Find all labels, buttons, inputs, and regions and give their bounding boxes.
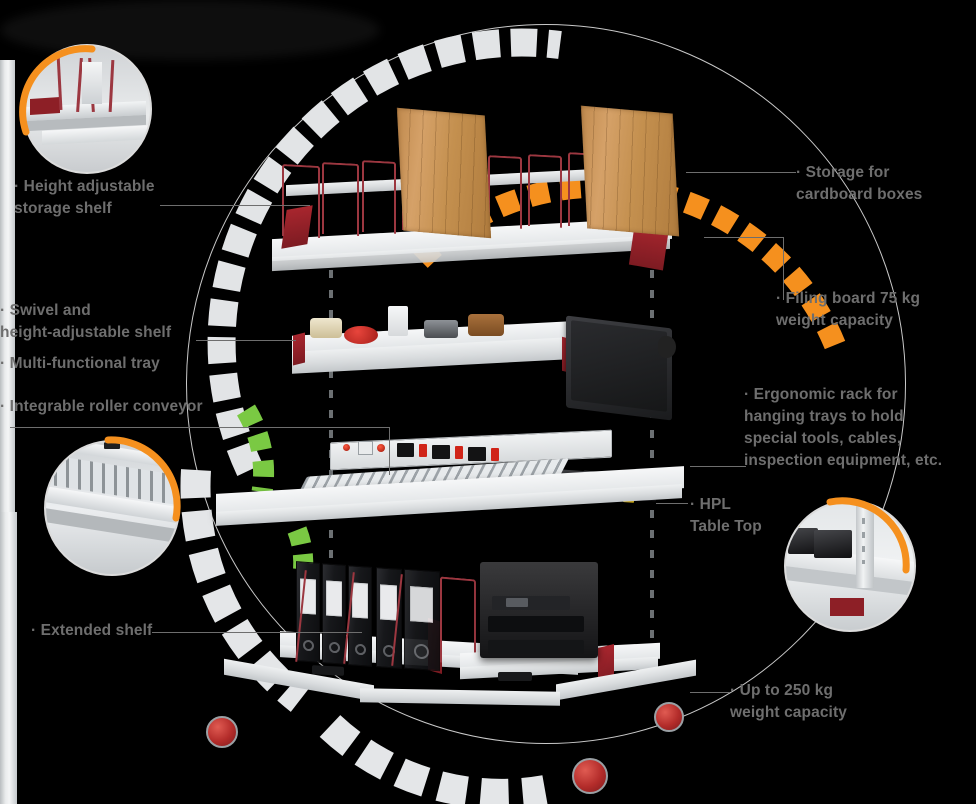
binder-label — [380, 584, 398, 621]
detail-bubble-hanging-trays[interactable] — [784, 500, 916, 632]
power-socket — [397, 443, 414, 457]
caster-wheel — [654, 702, 684, 732]
monitor — [566, 315, 672, 421]
socket-switch — [455, 446, 463, 459]
monitor-screen — [571, 320, 667, 412]
printer-display — [506, 598, 528, 607]
wire-divider — [362, 160, 396, 234]
leader-line-filing-board — [704, 237, 784, 238]
callout-filing-board-weight-capacity: · Filing board 75 kg weight capacity — [776, 290, 921, 329]
leader-line-roller-conveyor-drop — [389, 427, 390, 475]
leader-line-weight-capacity — [690, 692, 730, 693]
upright-right-rear — [0, 512, 17, 804]
callout-swivel-height-adjustable-shelf: · Swivel and height-adjustable shelf — [0, 302, 172, 341]
leader-line-filing-board-drop — [783, 237, 784, 300]
leader-line-storage-shelf — [160, 205, 310, 206]
leader-line-cardboard-boxes — [686, 172, 796, 173]
detail-bubble-image — [786, 502, 914, 630]
binder-ring-hole — [302, 639, 315, 652]
binder-ring-hole — [413, 643, 430, 660]
tape-dispenser — [424, 320, 458, 338]
printer-output-tray — [488, 616, 584, 632]
leader-line-hpl-table-top — [656, 503, 688, 504]
binder-label — [352, 582, 368, 619]
detail-bubble-roller-conveyor[interactable] — [44, 440, 180, 576]
monitor-arm-mount — [658, 336, 676, 358]
lever-arch-binder — [404, 568, 440, 672]
tape-roll-brown — [468, 314, 504, 336]
power-indicator-lamp — [343, 444, 350, 451]
socket-switch — [419, 444, 427, 457]
leader-line-ergonomic-rack — [690, 466, 746, 467]
caster-wheel — [572, 758, 608, 794]
callout-hpl-table-top: · HPL Table Top — [690, 496, 762, 535]
binder-ring-hole — [354, 643, 367, 656]
callout-storage-for-cardboard-boxes: · Storage for cardboard boxes — [796, 164, 923, 203]
power-indicator-lamp — [377, 444, 385, 452]
shelf-pull-handle — [498, 672, 532, 681]
callout-up-to-250-kg-weight-capacity: · Up to 250 kg weight capacity — [730, 682, 847, 721]
detail-bubble-image — [24, 46, 150, 172]
leader-line-swivel-shelf — [196, 340, 296, 341]
cardboard-fold-lines — [580, 105, 680, 237]
leader-line-extended-shelf — [152, 632, 362, 633]
callout-multi-functional-tray: · Multi-functional tray — [0, 355, 160, 372]
detail-bubble-image — [46, 442, 178, 574]
power-switch-rocker — [358, 441, 373, 455]
tape-roll-cream — [310, 318, 342, 338]
tray-end-cap-left — [293, 332, 305, 366]
lever-arch-binder — [322, 563, 346, 665]
detail-bubble-storage-shelf[interactable] — [22, 44, 152, 174]
cardboard-fold-lines — [396, 107, 492, 239]
callout-ergonomic-rack-hanging-trays: · Ergonomic rack for hanging trays to ho… — [744, 386, 943, 469]
wire-divider — [322, 162, 359, 236]
upright-left-rear — [0, 60, 15, 512]
printer-control-panel — [492, 596, 570, 610]
wire-divider — [488, 155, 522, 229]
power-socket — [468, 447, 486, 461]
leader-line-roller-conveyor — [10, 427, 390, 428]
callout-height-adjustable-storage-shelf: · Height adjustable storage shelf — [14, 178, 155, 217]
upright-slot-strip — [650, 190, 654, 670]
socket-switch — [491, 448, 499, 461]
printer-paper-tray — [488, 640, 584, 654]
callout-extended-shelf: · Extended shelf — [31, 622, 153, 639]
wire-divider — [282, 164, 320, 238]
tape-roll-red — [344, 326, 378, 344]
binder-ring-hole — [328, 641, 341, 654]
caster-wheel — [206, 716, 238, 748]
cup-stack — [388, 306, 408, 336]
wire-divider — [528, 154, 562, 228]
callout-integrable-roller-conveyor: · Integrable roller conveyor — [0, 398, 203, 415]
binder-label — [409, 585, 433, 623]
binder-label — [326, 580, 342, 617]
power-socket — [432, 445, 450, 459]
base-frame-center — [360, 688, 560, 706]
